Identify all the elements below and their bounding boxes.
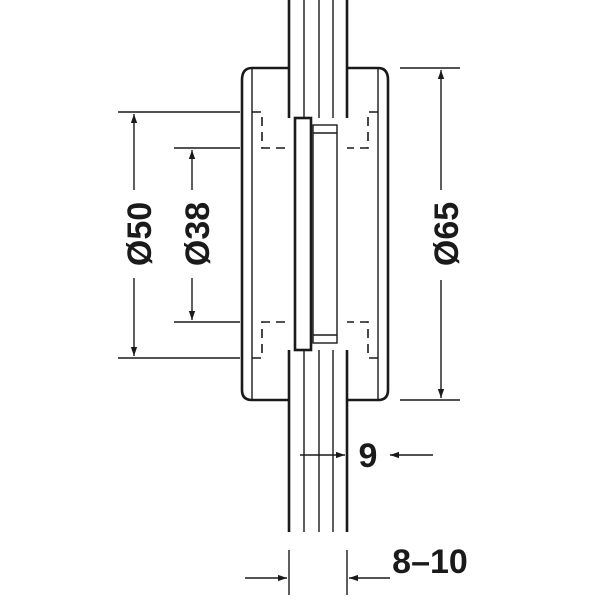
handle-body — [240, 66, 390, 402]
dimension-label-50: Ø50 — [121, 202, 159, 266]
dimension-label-8-10: 8–10 — [392, 543, 468, 581]
dimension-diameter-65: Ø65 — [400, 67, 466, 401]
dimension-diameter-38: Ø38 — [174, 147, 240, 323]
hidden-recess-lines — [252, 111, 378, 359]
dimension-diameter-50: Ø50 — [118, 111, 240, 359]
dimension-label-9: 9 — [359, 437, 378, 475]
dimension-label-38: Ø38 — [179, 202, 217, 266]
glass-panel-top — [287, 0, 349, 68]
dimension-glass-thickness: 8–10 — [245, 543, 468, 595]
dimension-slot-9: 9 — [300, 404, 433, 475]
dimension-label-65: Ø65 — [428, 202, 466, 266]
glass-panel-bottom — [287, 400, 349, 532]
